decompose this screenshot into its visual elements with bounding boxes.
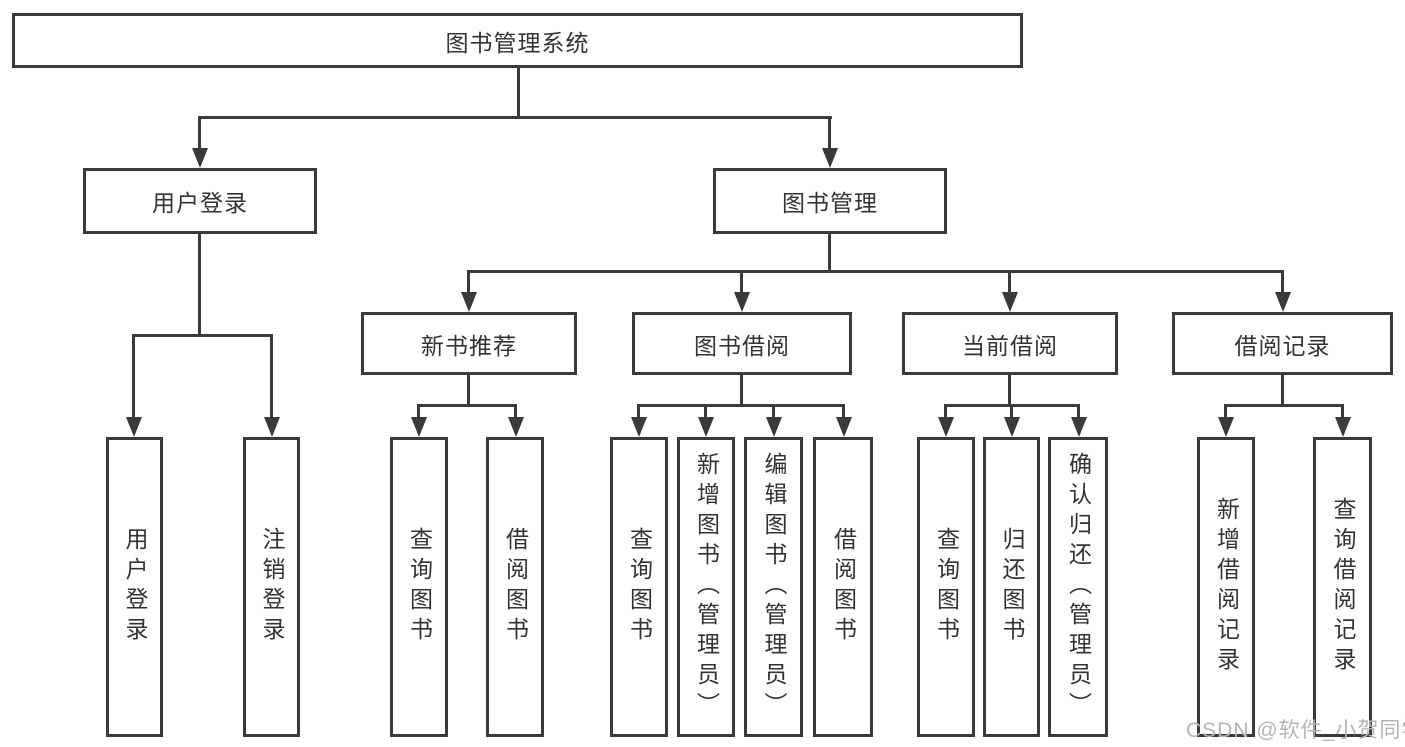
arrow-to-leaf-logout <box>264 417 280 437</box>
leaf-recommend-borrow-books: 借阅图书 <box>486 437 544 737</box>
connector-rec-leaf2-drop <box>514 404 517 420</box>
node-book-management-branch: 图书管理 <box>713 168 947 234</box>
leaf-borrow-borrow-books: 借阅图书 <box>813 437 873 737</box>
arrow-to-book-management <box>822 148 838 168</box>
arrow-to-bor-query-books <box>631 417 647 437</box>
connector-cur-leaf3-drop <box>1077 404 1080 420</box>
connector-borrow-stub <box>740 375 743 407</box>
connector-recommend-drop <box>467 270 470 296</box>
node-book-borrow: 图书借阅 <box>632 312 852 375</box>
connector-user-group-rail <box>132 334 273 337</box>
arrow-to-cur-query-books <box>938 417 954 437</box>
connector-root-stub <box>517 68 520 118</box>
connector-bor-leaf3-drop <box>772 404 775 420</box>
arrow-to-leaf-user-login <box>126 417 142 437</box>
connector-records-rail <box>1224 404 1344 407</box>
connector-level2-rail <box>198 116 832 119</box>
csdn-watermark: CSDN @软件_小贺同学 <box>1186 719 1405 742</box>
arrow-to-rec-query-books <box>411 417 427 437</box>
leaf-current-return-books: 归还图书 <box>983 437 1040 737</box>
connector-recd-leaf2-drop <box>1341 404 1344 420</box>
connector-borrow-drop <box>740 270 743 296</box>
arrow-to-recd-query-record <box>1335 417 1351 437</box>
connector-rec-leaf1-drop <box>417 404 420 420</box>
connector-book-mgmt-drop <box>828 116 831 150</box>
connector-bor-leaf4-drop <box>842 404 845 420</box>
arrow-to-rec-borrow-books <box>508 417 524 437</box>
arrow-to-bor-add-books <box>698 417 714 437</box>
arrow-to-user-login <box>192 148 208 168</box>
connector-current-stub <box>1008 375 1011 407</box>
arrow-to-bor-edit-books <box>766 417 782 437</box>
connector-level3-rail <box>467 270 1284 273</box>
connector-current-drop <box>1008 270 1011 296</box>
node-root-library-system: 图书管理系统 <box>12 13 1023 68</box>
connector-leaf-logout-drop <box>270 334 273 420</box>
connector-leaf-user-login-drop <box>132 334 135 420</box>
node-new-book-recommend: 新书推荐 <box>361 312 577 375</box>
connector-recd-leaf1-drop <box>1224 404 1227 420</box>
node-borrow-records: 借阅记录 <box>1172 312 1393 375</box>
arrow-to-book-borrow <box>734 292 750 312</box>
leaf-records-query-borrow-record: 查询借阅记录 <box>1313 437 1372 737</box>
arrow-to-current-borrow <box>1002 292 1018 312</box>
leaf-current-confirm-return-admin: 确认归还（管理员） <box>1048 437 1108 737</box>
connector-bor-leaf2-drop <box>704 404 707 420</box>
connector-records-stub <box>1281 375 1284 407</box>
node-current-borrow: 当前借阅 <box>902 312 1118 375</box>
leaf-borrow-add-books-admin: 新增图书（管理员） <box>677 437 735 737</box>
arrow-to-bor-borrow-books <box>836 417 852 437</box>
arrow-to-cur-return-books <box>1004 417 1020 437</box>
leaf-borrow-query-books: 查询图书 <box>610 437 668 737</box>
arrow-to-cur-confirm-return <box>1071 417 1087 437</box>
leaf-current-query-books: 查询图书 <box>917 437 975 737</box>
leaf-user-login: 用户登录 <box>106 437 163 737</box>
connector-user-group-stub <box>198 234 201 337</box>
connector-recommend-stub <box>467 375 470 407</box>
connector-recommend-rail <box>417 404 517 407</box>
connector-cur-leaf2-drop <box>1010 404 1013 420</box>
connector-book-mgmt-stub <box>828 234 831 272</box>
leaf-logout: 注销登录 <box>243 437 300 737</box>
connector-bor-leaf1-drop <box>637 404 640 420</box>
connector-user-login-drop <box>198 116 201 150</box>
arrow-to-recd-add-record <box>1218 417 1234 437</box>
leaf-borrow-edit-books-admin: 编辑图书（管理员） <box>744 437 803 737</box>
arrow-to-borrow-records <box>1275 292 1291 312</box>
connector-records-drop <box>1281 270 1284 296</box>
leaf-recommend-query-books: 查询图书 <box>390 437 448 737</box>
arrow-to-new-book-recommend <box>461 292 477 312</box>
connector-cur-leaf1-drop <box>944 404 947 420</box>
node-user-login-branch: 用户登录 <box>83 168 317 234</box>
leaf-records-add-borrow-record: 新增借阅记录 <box>1197 437 1255 737</box>
connector-borrow-rail <box>637 404 845 407</box>
